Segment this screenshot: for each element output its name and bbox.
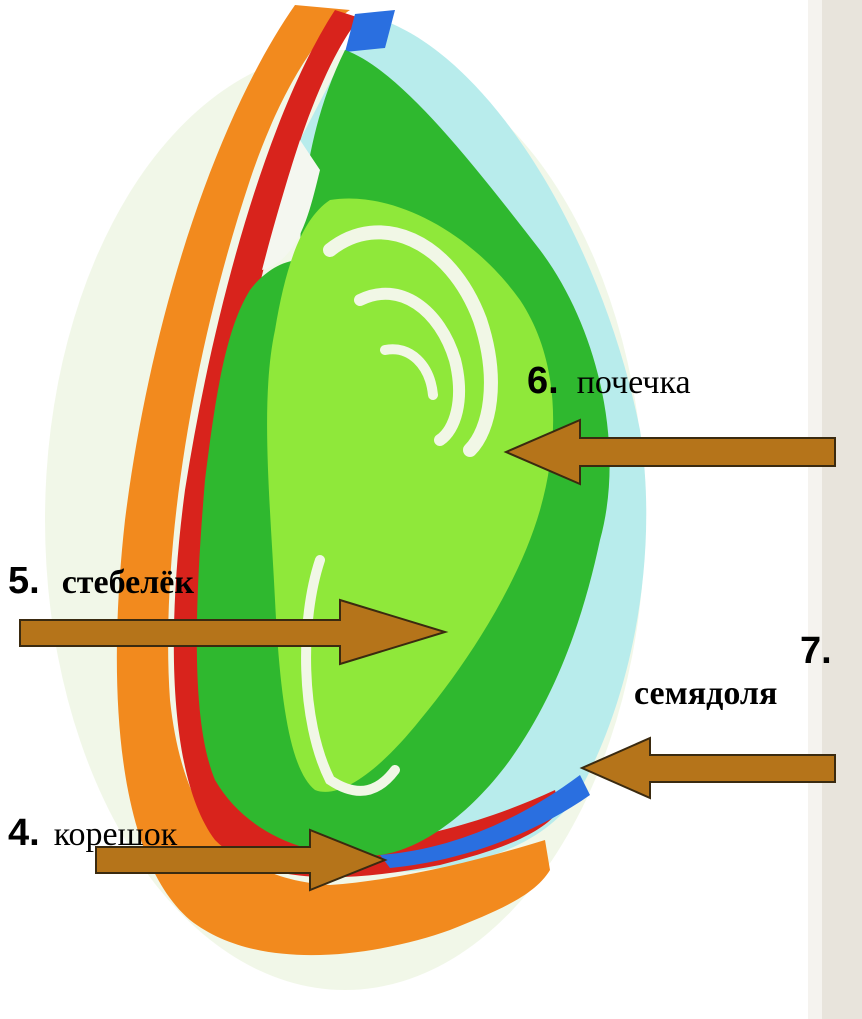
arrow-bud [506,420,835,484]
label-stem-number: 5. [8,560,40,602]
label-root: 4. корешок [8,812,177,855]
label-bud-number: 6. [527,360,559,402]
label-root-text: корешок [54,816,178,853]
label-root-number: 4. [8,812,40,854]
label-cotyledon-number: 7. [800,630,832,673]
label-cotyledon-text: семядоля [634,675,777,713]
label-bud: 6. почечка [527,360,691,403]
arrow-cotyledon [582,738,835,798]
label-stem-text: стебелёк [62,564,194,601]
label-stem: 5. стебелёк [8,560,194,603]
label-bud-text: почечка [577,364,691,401]
